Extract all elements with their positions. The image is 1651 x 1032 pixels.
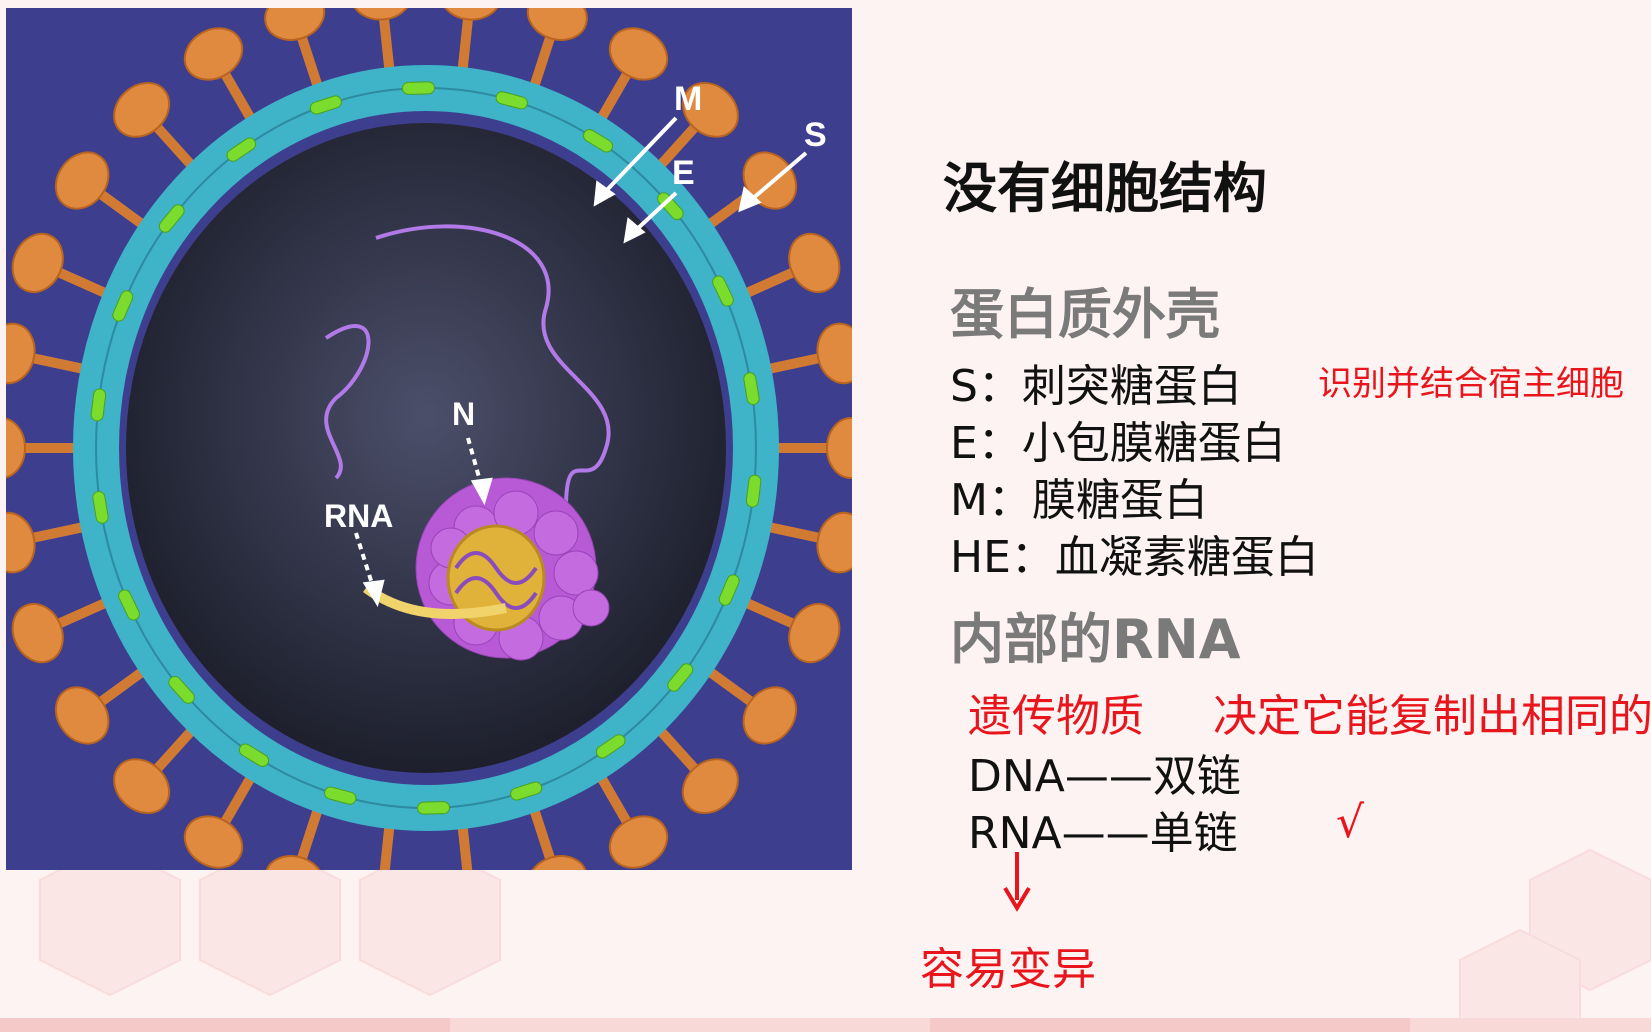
label-e: E <box>672 154 695 192</box>
protein-item-he: HE：血凝素糖蛋白 <box>950 532 1319 583</box>
label-n: N <box>452 396 476 432</box>
genetic-note-2: 决定它能复制出相同的 <box>1213 691 1651 742</box>
virus-diagram <box>6 8 852 870</box>
rna-line: RNA——单链 <box>968 808 1238 859</box>
dna-line: DNA——双链 <box>968 751 1241 802</box>
rna-strand <box>375 224 611 509</box>
label-m: M <box>674 80 703 118</box>
down-arrow-icon <box>1003 852 1031 912</box>
label-rna: RNA <box>324 498 394 534</box>
genetic-note-1: 遗传物质 <box>968 691 1144 742</box>
rna-heading: 内部的RNA <box>950 608 1241 671</box>
membrane-proteins <box>90 81 762 815</box>
slide-title: 没有细胞结构 <box>943 157 1267 220</box>
protein-item-m: M：膜糖蛋白 <box>950 475 1208 526</box>
protein-item-s: S：刺突糖蛋白 <box>950 361 1242 412</box>
protein-heading: 蛋白质外壳 <box>950 283 1220 346</box>
spike-proteins <box>6 8 852 870</box>
check-mark: √ <box>1336 797 1365 848</box>
mutation-note: 容易变异 <box>920 944 1096 995</box>
bottom-color-bar <box>0 1018 1651 1032</box>
protein-item-e: E：小包膜糖蛋白 <box>950 418 1286 469</box>
label-arrows <box>354 116 808 608</box>
coronavirus-illustration: M E S N RNA <box>6 8 852 870</box>
s-protein-note: 识别并结合宿主细胞 <box>1318 364 1624 404</box>
label-s: S <box>804 116 827 154</box>
